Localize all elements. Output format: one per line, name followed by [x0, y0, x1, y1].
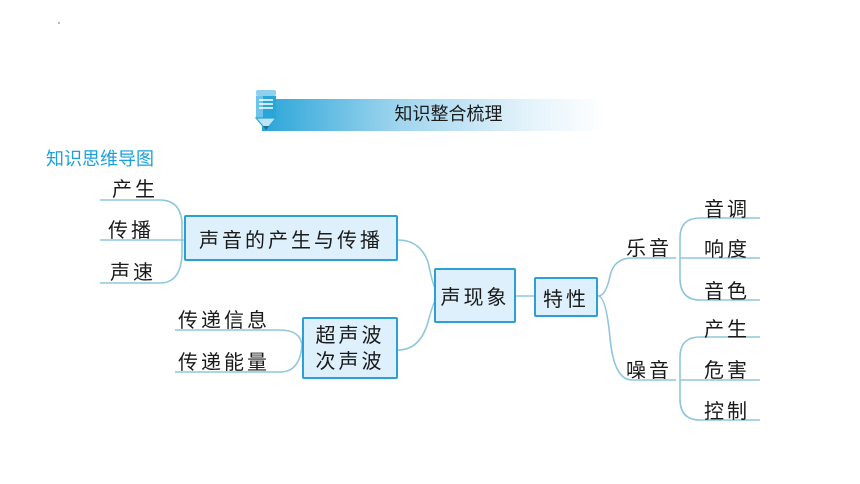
leaf-timbre: 音色	[704, 279, 750, 303]
leaf-transmit-energy: 传递能量	[178, 350, 270, 374]
node-production-propagation-label: 声音的产生与传播	[199, 227, 383, 252]
node-characteristics: 特性	[534, 277, 598, 317]
leaf-production: 产生	[112, 177, 158, 201]
node-production-propagation: 声音的产生与传播	[184, 215, 398, 261]
connector-music-leaves	[679, 217, 760, 301]
node-musical-sound: 乐音	[626, 236, 672, 260]
node-center-label: 声现象	[440, 285, 510, 309]
mindmap-subtitle: 知识思维导图	[46, 149, 154, 170]
connector-production-center	[397, 239, 437, 291]
node-ultrasound-infrasound: 超声波 次声波	[302, 317, 398, 379]
leaf-control: 控制	[704, 399, 750, 423]
node-ultrasound-label: 超声波	[315, 323, 385, 347]
connector-traits-branches	[597, 257, 676, 381]
leaf-pitch: 音调	[704, 197, 750, 221]
node-noise: 噪音	[626, 358, 672, 382]
connector-ultrasound-center	[397, 299, 437, 351]
connector-production-leaves	[100, 199, 183, 284]
leaf-harm: 危害	[704, 358, 750, 382]
node-center-sound-phenomena: 声现象	[434, 268, 516, 323]
leaf-transmission: 传播	[108, 218, 154, 242]
leaf-sound-speed: 声速	[110, 260, 156, 284]
connector-noise-leaves	[679, 336, 760, 421]
leaf-noise-production: 产生	[704, 317, 750, 341]
section-banner: 知识整合梳理	[262, 99, 605, 131]
leaf-transmit-info: 传递信息	[178, 308, 270, 332]
node-infrasound-label: 次声波	[315, 349, 385, 373]
section-title: 知识整合梳理	[394, 104, 503, 125]
pencil-icon	[254, 90, 278, 131]
leaf-loudness: 响度	[704, 237, 750, 261]
node-characteristics-label: 特性	[543, 286, 589, 311]
stray-dot	[58, 22, 60, 24]
